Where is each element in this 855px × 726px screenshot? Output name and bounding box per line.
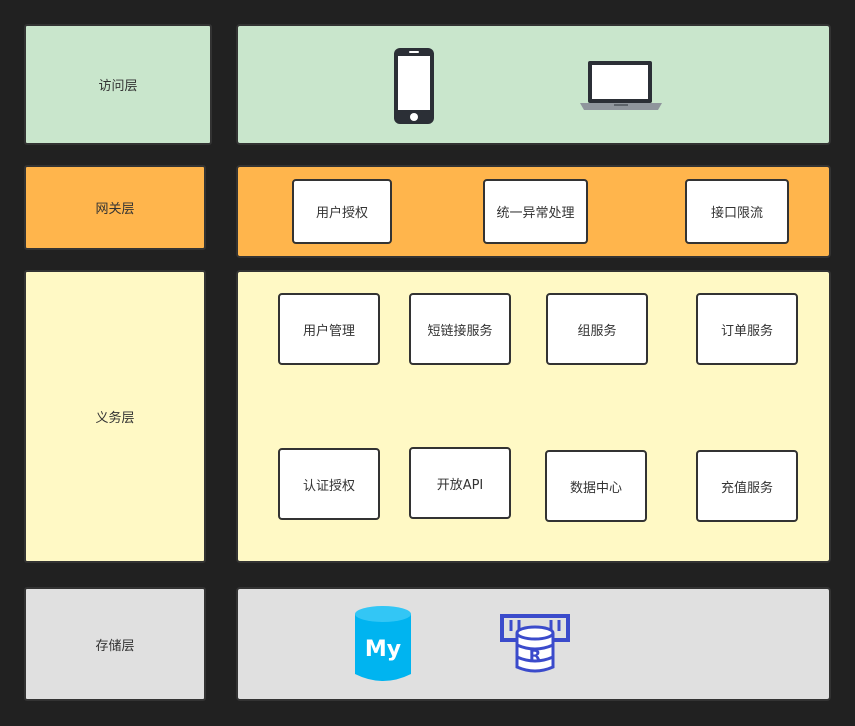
storage-layer-panel: My R xyxy=(236,587,831,701)
gateway-layer-text: 网关层 xyxy=(95,202,135,217)
business-node-data-center: 数据中心 xyxy=(545,450,647,522)
business-layer-text: 义务层 xyxy=(95,411,135,426)
business-layer-label: 义务层 xyxy=(24,270,206,563)
redis-icon-text: R xyxy=(529,646,541,665)
business-node-open-api: 开放API xyxy=(409,447,511,519)
business-node-recharge-service: 充值服务 xyxy=(696,450,798,522)
mysql-icon-text: My xyxy=(365,637,401,662)
business-node-group-service: 组服务 xyxy=(546,293,648,365)
access-layer-panel xyxy=(236,24,831,145)
mobile-phone-icon xyxy=(394,48,434,124)
business-node-order-service: 订单服务 xyxy=(696,293,798,365)
redis-cache-icon: R xyxy=(500,614,570,673)
gateway-layer-label: 网关层 xyxy=(24,165,206,250)
business-node-short-link-service: 短链接服务 xyxy=(409,293,511,365)
mysql-database-icon: My xyxy=(355,606,411,681)
access-layer-text: 访问层 xyxy=(98,79,138,94)
gateway-node-rate-limit: 接口限流 xyxy=(685,179,789,244)
gateway-node-exception-handling: 统一异常处理 xyxy=(483,179,588,244)
storage-layer-label: 存储层 xyxy=(24,587,206,701)
business-node-user-management: 用户管理 xyxy=(278,293,380,365)
gateway-node-user-auth: 用户授权 xyxy=(292,179,392,244)
business-node-authentication: 认证授权 xyxy=(278,448,380,520)
storage-layer-text: 存储层 xyxy=(95,638,135,654)
access-layer-label: 访问层 xyxy=(24,24,212,145)
laptop-icon xyxy=(580,61,662,110)
